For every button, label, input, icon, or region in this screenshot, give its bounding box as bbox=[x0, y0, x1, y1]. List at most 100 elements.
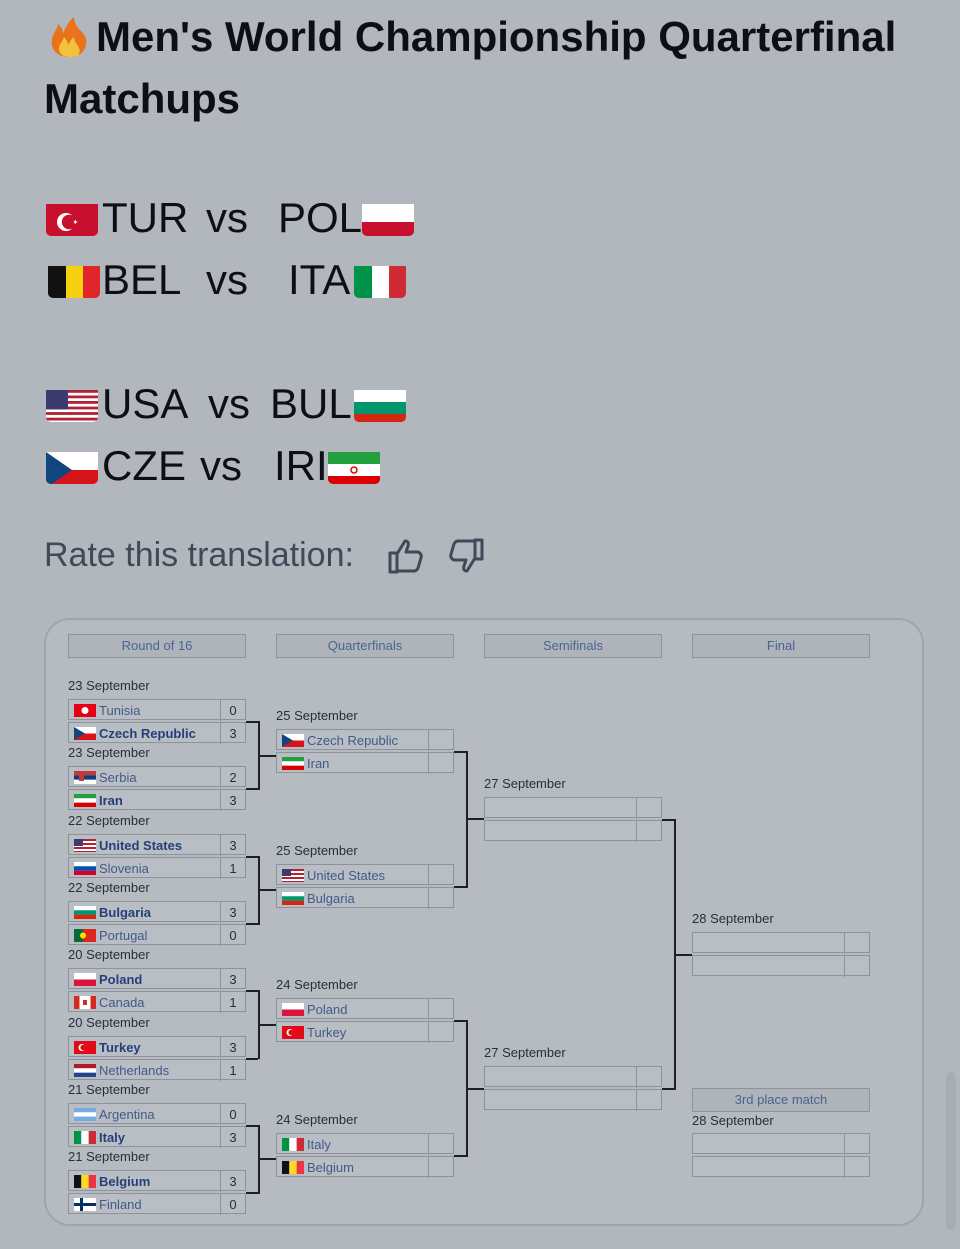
team-row[interactable] bbox=[692, 932, 870, 954]
post-title: Men's World Championship Quarterfinal Ma… bbox=[44, 6, 924, 130]
team-score: 3 bbox=[220, 969, 245, 991]
team-name[interactable]: Czech Republic bbox=[277, 730, 398, 751]
turkey-flag-icon bbox=[74, 1040, 96, 1054]
team-name[interactable]: Poland bbox=[277, 999, 347, 1020]
bracket-connector bbox=[662, 819, 674, 821]
team-name[interactable]: Finland bbox=[69, 1194, 142, 1215]
team-row[interactable] bbox=[692, 955, 870, 977]
team-row[interactable] bbox=[692, 1156, 870, 1178]
scrollbar[interactable] bbox=[946, 1072, 956, 1230]
team-score bbox=[428, 753, 453, 774]
united-states-flag-icon bbox=[74, 838, 96, 852]
team-row[interactable]: United States bbox=[276, 863, 454, 886]
czech-flag-icon bbox=[46, 448, 98, 484]
team-name[interactable]: Canada bbox=[69, 992, 145, 1013]
team-row[interactable] bbox=[484, 820, 662, 842]
matchup-left: TUR bbox=[102, 194, 189, 241]
poland-flag-icon bbox=[74, 973, 96, 987]
team-row[interactable]: Serbia 2 bbox=[68, 766, 246, 789]
bracket-connector bbox=[454, 1154, 466, 1157]
team-row[interactable]: Czech Republic bbox=[276, 729, 454, 751]
team-row[interactable]: Turkey bbox=[276, 1021, 454, 1044]
matchup-vs: vs bbox=[200, 442, 242, 489]
header-round-of-16[interactable]: Round of 16 bbox=[68, 634, 246, 658]
team-name[interactable]: Portugal bbox=[69, 925, 147, 946]
team-name[interactable]: Turkey bbox=[277, 1022, 346, 1043]
team-row[interactable]: Poland 3 bbox=[68, 968, 246, 991]
header-semifinals[interactable]: Semifinals bbox=[484, 634, 662, 658]
team-name[interactable]: Tunisia bbox=[69, 700, 140, 721]
bulgaria-flag-icon bbox=[74, 905, 96, 919]
bracket-connector bbox=[246, 1124, 258, 1127]
team-score bbox=[428, 1022, 453, 1044]
team-row[interactable] bbox=[484, 1066, 662, 1088]
team-name[interactable]: Italy bbox=[277, 1134, 331, 1155]
bracket-connector bbox=[466, 1087, 484, 1090]
team-score: 2 bbox=[220, 767, 245, 789]
team-name[interactable]: Czech Republic bbox=[69, 723, 196, 744]
team-score: 3 bbox=[220, 723, 245, 744]
team-name-text: United States bbox=[307, 867, 386, 883]
italy-flag-icon bbox=[282, 1137, 304, 1151]
czech-republic-flag-icon bbox=[74, 727, 96, 740]
team-row[interactable]: Czech Republic 3 bbox=[68, 722, 246, 744]
team-row[interactable]: Poland bbox=[276, 998, 454, 1021]
netherlands-flag-icon bbox=[74, 1063, 96, 1077]
team-name[interactable]: Slovenia bbox=[69, 858, 149, 879]
team-name[interactable]: Poland bbox=[69, 969, 142, 990]
team-name[interactable]: Bulgaria bbox=[69, 902, 151, 923]
team-row[interactable] bbox=[484, 1089, 662, 1111]
team-row[interactable]: Turkey 3 bbox=[68, 1035, 246, 1058]
team-row[interactable]: Belgium bbox=[276, 1155, 454, 1178]
team-row[interactable]: Iran bbox=[276, 752, 454, 774]
bracket-connector bbox=[258, 1158, 276, 1161]
team-name-text: Belgium bbox=[307, 1159, 354, 1175]
thumbs-down-icon[interactable] bbox=[446, 536, 486, 576]
header-quarterfinals[interactable]: Quarterfinals bbox=[276, 634, 454, 658]
team-name[interactable]: Serbia bbox=[69, 767, 137, 788]
team-name[interactable]: Netherlands bbox=[69, 1060, 169, 1081]
team-name[interactable]: Belgium bbox=[277, 1157, 354, 1178]
belgium-flag-icon bbox=[48, 262, 100, 298]
team-name[interactable]: Argentina bbox=[69, 1104, 155, 1125]
header-final[interactable]: Final bbox=[692, 634, 870, 658]
team-name[interactable]: Turkey bbox=[69, 1037, 141, 1058]
thumbs-up-icon[interactable] bbox=[386, 536, 426, 576]
team-name-text: Canada bbox=[99, 995, 145, 1011]
team-row[interactable] bbox=[692, 1133, 870, 1155]
team-name[interactable]: Bulgaria bbox=[277, 888, 355, 909]
match-date: 21 September bbox=[68, 1149, 150, 1165]
team-score bbox=[636, 1067, 661, 1088]
team-name[interactable]: Belgium bbox=[69, 1171, 150, 1192]
team-score: 3 bbox=[220, 1036, 245, 1058]
match-date: 28 September bbox=[692, 911, 774, 926]
bracket-connector bbox=[246, 721, 258, 723]
team-name[interactable]: United States bbox=[69, 835, 182, 856]
team-name-text: Czech Republic bbox=[307, 733, 399, 748]
team-name-text: Iran bbox=[307, 756, 330, 771]
bracket-connector bbox=[662, 1088, 674, 1090]
match-date: 25 September bbox=[276, 842, 358, 858]
argentina-flag-icon bbox=[74, 1107, 96, 1121]
team-name[interactable]: Iran bbox=[69, 790, 123, 811]
bracket-connector bbox=[258, 754, 276, 757]
team-row[interactable] bbox=[484, 797, 662, 819]
team-row[interactable]: Bulgaria bbox=[276, 886, 454, 909]
team-name[interactable]: Italy bbox=[69, 1127, 125, 1148]
team-name[interactable]: United States bbox=[277, 865, 385, 886]
team-name[interactable]: Iran bbox=[277, 753, 329, 774]
team-score bbox=[844, 1134, 869, 1155]
team-row[interactable]: Italy bbox=[276, 1132, 454, 1155]
